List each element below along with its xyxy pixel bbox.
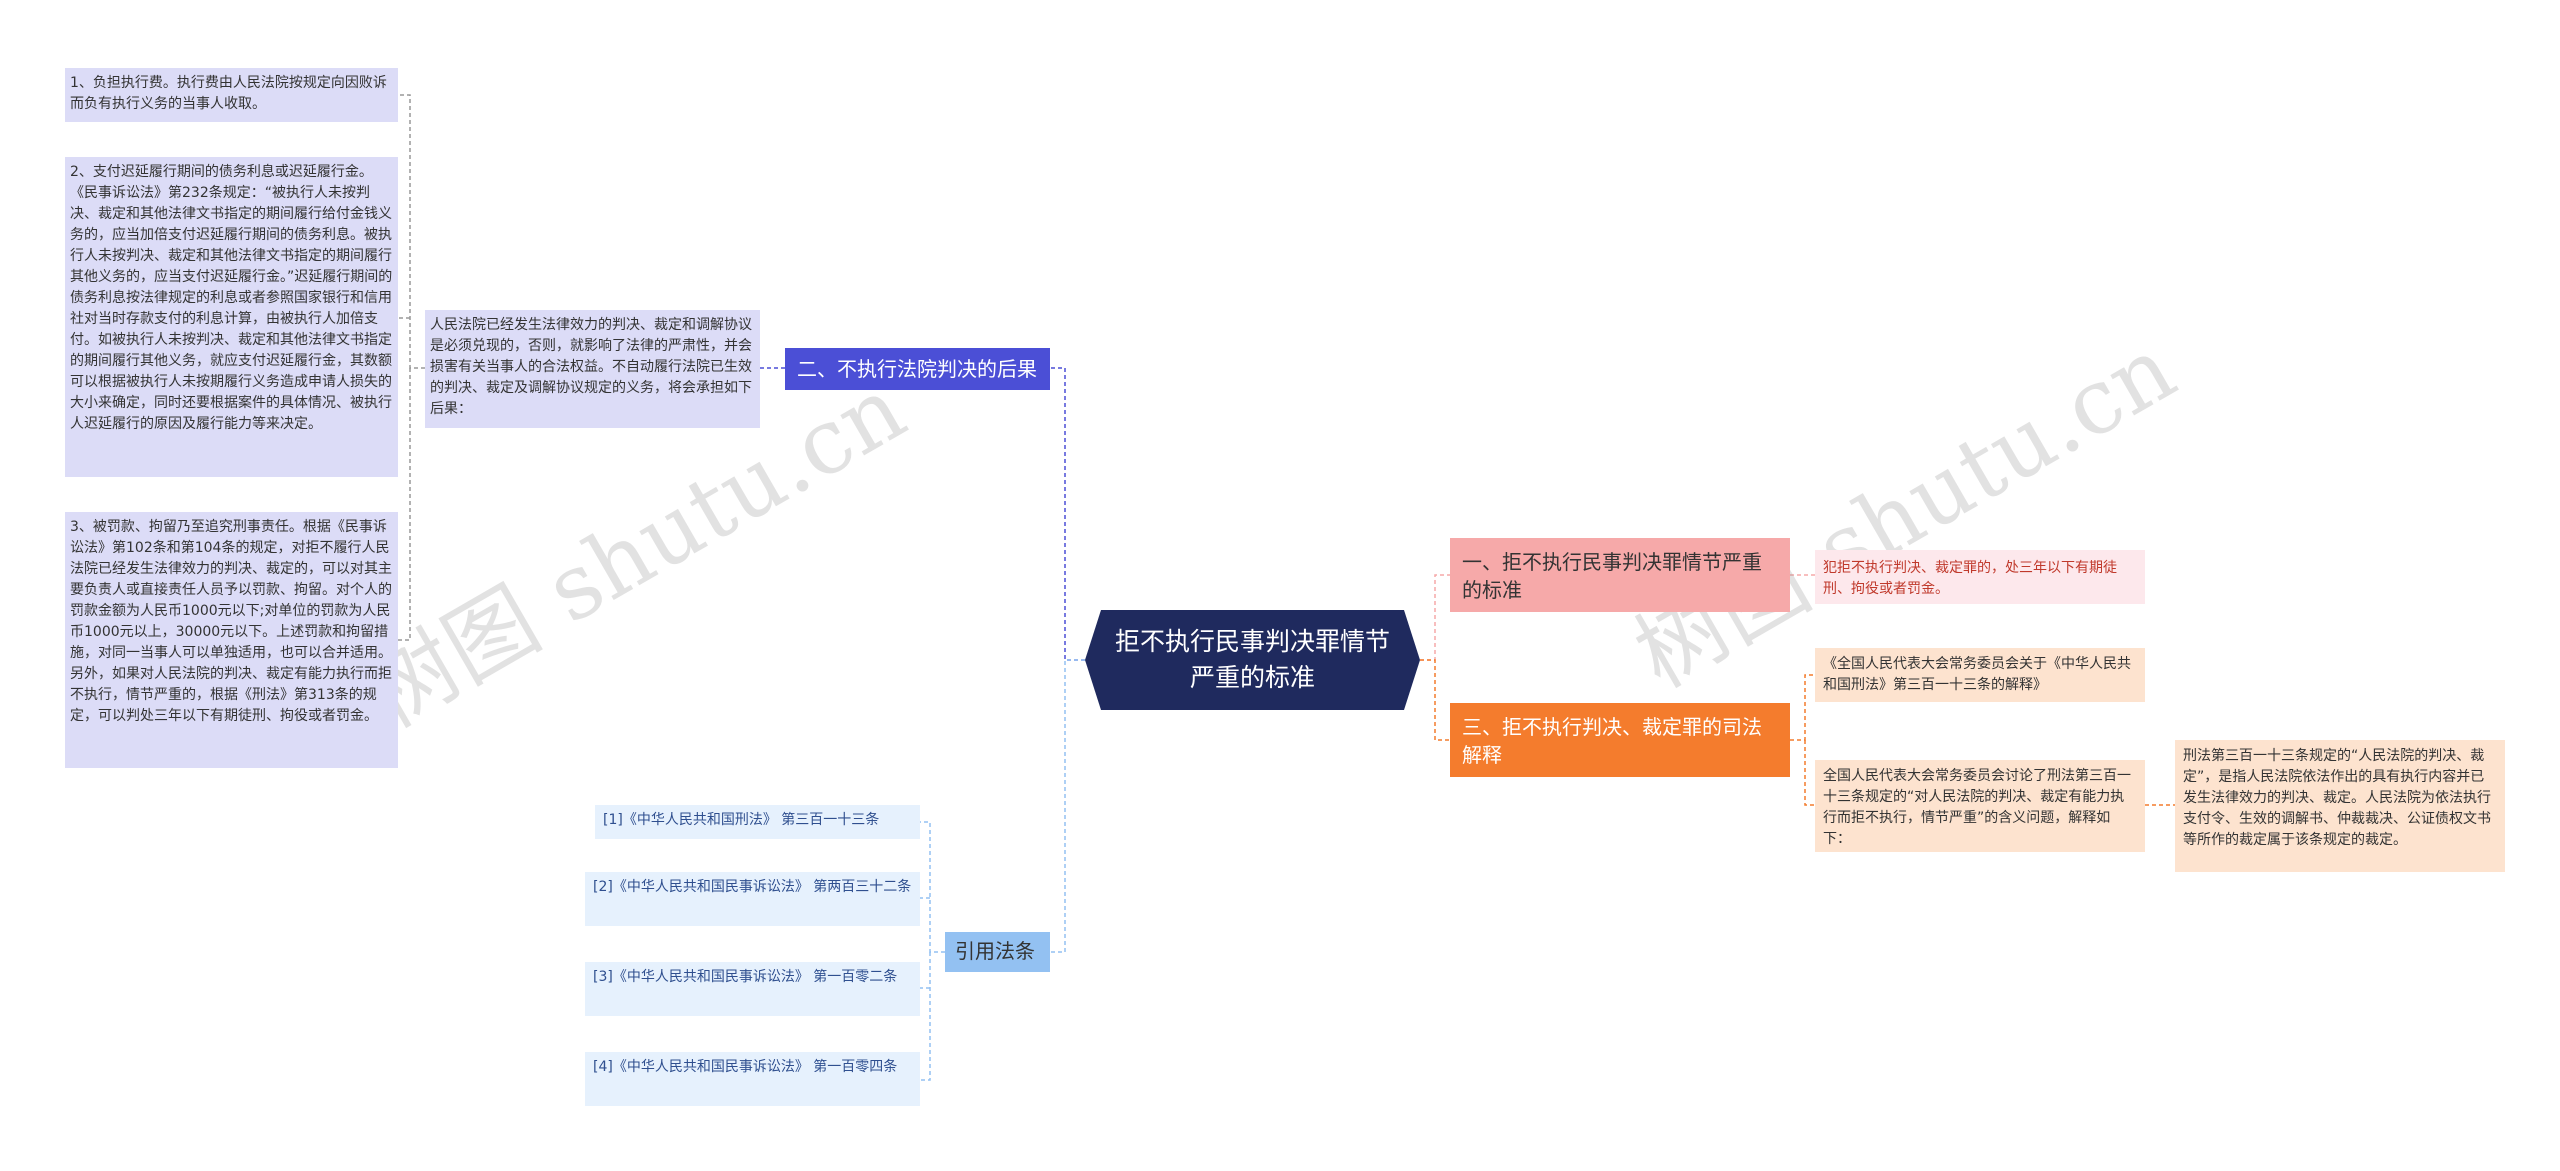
branch-serious-standard[interactable]: 一、拒不执行民事判决罪情节严重的标准 <box>1450 538 1790 612</box>
branch-consequences[interactable]: 二、不执行法院判决的后果 <box>785 348 1050 390</box>
reference-item-1-text: [1]《中华人民共和国刑法》 第三百一十三条 <box>603 812 880 828</box>
link-refs-item1 <box>920 821 945 953</box>
reference-item-4[interactable]: [4]《中华人民共和国民事诉讼法》 第一百零四条 <box>585 1052 920 1106</box>
interpretation-leaf-1[interactable]: 《全国人民代表大会常务委员会关于《中华人民共和国刑法》第三百一十三条的解释》 <box>1815 648 2145 702</box>
interpretation-leaf-2-text: 全国人民代表大会常务委员会讨论了刑法第三百一十三条规定的“对人民法院的判决、裁定… <box>1823 768 2131 847</box>
link-center-branch1 <box>1420 574 1450 661</box>
link-center-branch2 <box>1050 367 1085 661</box>
link-branch3-leaf2 <box>1804 740 1815 806</box>
interpretation-leaf-1-text: 《全国人民代表大会常务委员会关于《中华人民共和国刑法》第三百一十三条的解释》 <box>1823 656 2131 693</box>
link-center-branch3 <box>1420 659 1450 741</box>
link-refs-item4 <box>920 952 931 1081</box>
link-branch3-leaf1 <box>1790 674 1815 741</box>
consequence-item-3-text: 3、被罚款、拘留乃至追究刑事责任。根据《民事诉讼法》第102条和第104条的规定… <box>70 519 392 724</box>
interpretation-leaf-3[interactable]: 刑法第三百一十三条规定的“人民法院的判决、裁定”，是指人民法院依法作出的具有执行… <box>2175 740 2505 872</box>
reference-item-2[interactable]: [2]《中华人民共和国民事诉讼法》 第两百三十二条 <box>585 872 920 926</box>
branch-judicial-interpretation-label: 三、拒不执行判决、裁定罪的司法解释 <box>1462 715 1762 767</box>
link-center-refs <box>1050 659 1085 953</box>
interpretation-leaf-3-text: 刑法第三百一十三条规定的“人民法院的判决、裁定”，是指人民法院依法作出的具有执行… <box>2183 748 2491 848</box>
reference-item-4-text: [4]《中华人民共和国民事诉讼法》 第一百零四条 <box>593 1059 898 1075</box>
link-intro-item1 <box>398 94 425 369</box>
consequence-item-1[interactable]: 1、负担执行费。执行费由人民法院按规定向因败诉而负有执行义务的当事人收取。 <box>65 68 398 122</box>
link-intro-item3 <box>398 368 411 641</box>
reference-item-3[interactable]: [3]《中华人民共和国民事诉讼法》 第一百零二条 <box>585 962 920 1016</box>
branch-references-label: 引用法条 <box>955 939 1035 963</box>
consequence-item-2[interactable]: 2、支付迟延履行期间的债务利息或迟延履行金。《民事诉讼法》第232条规定：“被执… <box>65 157 398 477</box>
reference-item-2-text: [2]《中华人民共和国民事诉讼法》 第两百三十二条 <box>593 879 912 895</box>
reference-item-3-text: [3]《中华人民共和国民事诉讼法》 第一百零二条 <box>593 969 898 985</box>
consequence-item-2-text: 2、支付迟延履行期间的债务利息或迟延履行金。《民事诉讼法》第232条规定：“被执… <box>70 164 393 432</box>
branch-judicial-interpretation[interactable]: 三、拒不执行判决、裁定罪的司法解释 <box>1450 703 1790 777</box>
reference-item-1[interactable]: [1]《中华人民共和国刑法》 第三百一十三条 <box>595 805 920 839</box>
branch-references[interactable]: 引用法条 <box>945 932 1050 972</box>
consequence-item-3[interactable]: 3、被罚款、拘留乃至追究刑事责任。根据《民事诉讼法》第102条和第104条的规定… <box>65 512 398 768</box>
consequences-intro-text: 人民法院已经发生法律效力的判决、裁定和调解协议是必须兑现的，否则，就影响了法律的… <box>430 317 752 417</box>
interpretation-leaf-2[interactable]: 全国人民代表大会常务委员会讨论了刑法第三百一十三条规定的“对人民法院的判决、裁定… <box>1815 760 2145 852</box>
center-topic-label: 拒不执行民事判决罪情节严重的标准 <box>1114 627 1390 692</box>
consequences-intro-node[interactable]: 人民法院已经发生法律效力的判决、裁定和调解协议是必须兑现的，否则，就影响了法律的… <box>425 310 760 428</box>
serious-standard-leaf[interactable]: 犯拒不执行判决、裁定罪的，处三年以下有期徒刑、拘役或者罚金。 <box>1815 550 2145 604</box>
consequence-item-1-text: 1、负担执行费。执行费由人民法院按规定向因败诉而负有执行义务的当事人收取。 <box>70 75 387 112</box>
branch-consequences-label: 二、不执行法院判决的后果 <box>797 357 1037 381</box>
branch-serious-standard-label: 一、拒不执行民事判决罪情节严重的标准 <box>1462 550 1762 602</box>
center-topic[interactable]: 拒不执行民事判决罪情节严重的标准 <box>1085 610 1420 710</box>
serious-standard-leaf-text: 犯拒不执行判决、裁定罪的，处三年以下有期徒刑、拘役或者罚金。 <box>1823 560 2117 597</box>
